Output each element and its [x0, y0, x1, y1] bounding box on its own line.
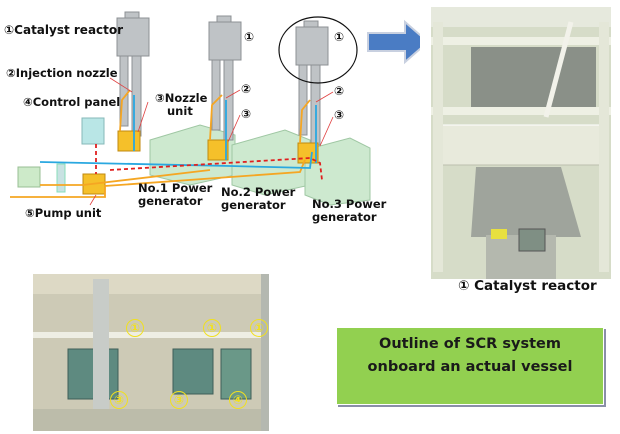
- label-injection-nozzle: ②Injection nozzle: [6, 66, 118, 80]
- photo-marker-control-panel: ④: [229, 391, 247, 409]
- highlight-circle: [278, 16, 358, 84]
- generator-1-line2: generator: [138, 194, 203, 208]
- reactor-shapes: [116, 11, 329, 146]
- cylinder-shape: [56, 163, 66, 193]
- photo-marker-reactor-3: ①: [250, 319, 268, 337]
- marker-nozzle-unit-2: ③: [241, 107, 252, 121]
- nozzle-unit-3: [297, 142, 319, 164]
- photo-marker-nozzle-unit-2: ③: [170, 391, 188, 409]
- photo-marker-nozzle-unit-1: ③: [110, 391, 128, 409]
- leader-lines: [89, 77, 334, 206]
- title-box: Outline of SCR system onboard an actual …: [336, 327, 604, 405]
- generator-1-line1: No.1 Power: [138, 181, 213, 195]
- photo-marker-reactor-2: ①: [203, 319, 221, 337]
- title-line1: Outline of SCR system: [379, 336, 561, 352]
- nozzle-unit-1: [117, 130, 141, 152]
- marker-nozzle-unit-3: ③: [334, 108, 345, 122]
- generator-3-line1: No.3 Power: [312, 197, 387, 211]
- label-nozzle-unit-line2: unit: [167, 104, 193, 118]
- scr-schematic: [10, 11, 420, 206]
- label-control-panel: ④Control panel: [23, 95, 121, 109]
- marker-reactor-2: ①: [244, 30, 255, 44]
- tank-shape: [17, 166, 41, 188]
- marker-nozzle-3: ②: [334, 84, 345, 98]
- generator-2-line2: generator: [221, 198, 286, 212]
- label-pump-unit: ⑤Pump unit: [25, 206, 102, 220]
- generator-2-line1: No.2 Power: [221, 185, 296, 199]
- photo-right-caption: ① Catalyst reactor: [458, 278, 597, 294]
- catalyst-reactor-photo: [431, 7, 611, 279]
- piping: [10, 89, 323, 198]
- control-panel-shape: [81, 117, 105, 145]
- title-line2: onboard an actual vessel: [367, 359, 573, 375]
- marker-nozzle-2: ②: [241, 82, 252, 96]
- label-generator-1: No.1 Power generator: [138, 182, 212, 208]
- nozzle-unit-2: [207, 139, 229, 161]
- label-generator-2: No.2 Power generator: [221, 186, 295, 212]
- generator-3-line2: generator: [312, 210, 377, 224]
- label-nozzle-unit-line1: ③Nozzle: [155, 91, 208, 105]
- photo-right-illustration: [431, 7, 611, 279]
- photo-marker-reactor-1: ①: [126, 319, 144, 337]
- label-nozzle-unit: ③Nozzle unit: [155, 92, 207, 118]
- arrow-to-photo: [367, 19, 420, 65]
- label-catalyst-reactor: ①Catalyst reactor: [4, 23, 124, 37]
- marker-reactor-3: ①: [334, 30, 345, 44]
- label-generator-3: No.3 Power generator: [312, 198, 386, 224]
